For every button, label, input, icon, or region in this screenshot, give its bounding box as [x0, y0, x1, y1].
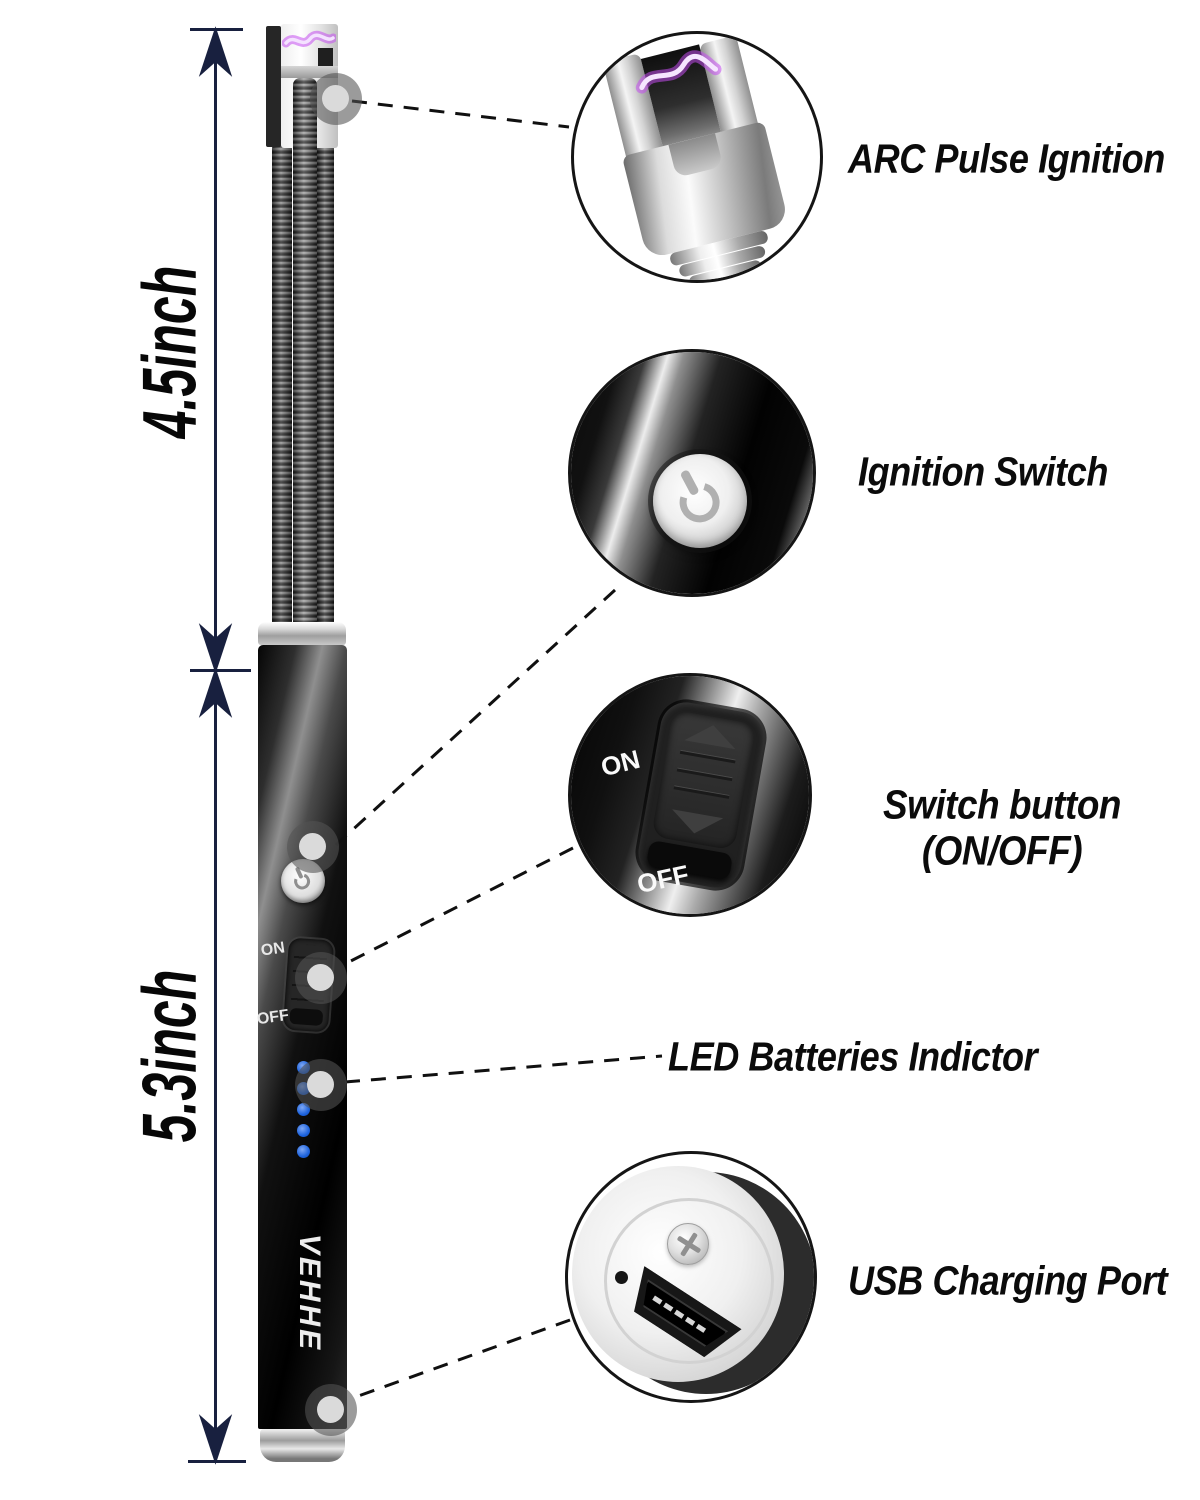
neck-strand [293, 78, 317, 636]
arc-spark-icon [282, 30, 336, 48]
callout-label-arc: ARC Pulse Ignition [848, 135, 1165, 182]
dimension-label-handle: 5.3inch [127, 969, 213, 1143]
callout-label-switch-line1: Switch button [882, 781, 1122, 828]
callout-label-usb: USB Charging Port [848, 1257, 1168, 1304]
neck-collar [258, 622, 346, 645]
callout-label-led: LED Batteries Indictor [668, 1033, 1038, 1080]
callout-marker-arc [310, 73, 362, 125]
callout-circle-ignition [568, 349, 816, 597]
callout-circle-usb [565, 1151, 817, 1403]
switch-slider [651, 709, 757, 851]
callout-marker-ignition [287, 821, 339, 873]
arc-tip-inner-bar [318, 48, 333, 70]
callout-label-switch: Switch button (ON/OFF) [867, 782, 1137, 875]
callout-marker-led [295, 1059, 347, 1111]
callout-marker-switch [295, 952, 347, 1004]
arc-electrode-photo [596, 34, 802, 280]
neck-strand [272, 142, 292, 634]
callout-label-ignition: Ignition Switch [858, 448, 1108, 495]
arc-spark-icon [635, 50, 722, 94]
on-label: ON [259, 939, 286, 960]
dimension-label-neck: 4.5inch [127, 265, 213, 439]
callout-circle-switch: ON OFF [568, 673, 812, 917]
phillips-screw-icon [667, 1223, 709, 1265]
chevron-down-icon [668, 809, 724, 838]
callout-circle-arc [571, 31, 823, 283]
handle-body [258, 645, 347, 1429]
led-dot [297, 1145, 310, 1158]
dimension-lines [188, 26, 251, 1465]
ignition-button-zoom [653, 454, 747, 548]
arc-tip-electrode-bar [266, 26, 281, 147]
brand-logo: VEHHE [293, 1233, 326, 1353]
chevron-up-icon [684, 720, 739, 750]
callout-marker-usb [305, 1384, 357, 1436]
led-dot [297, 1124, 310, 1137]
callout-label-switch-line2: (ON/OFF) [921, 828, 1083, 874]
neck-strand [317, 142, 334, 634]
reset-hole [615, 1271, 628, 1284]
